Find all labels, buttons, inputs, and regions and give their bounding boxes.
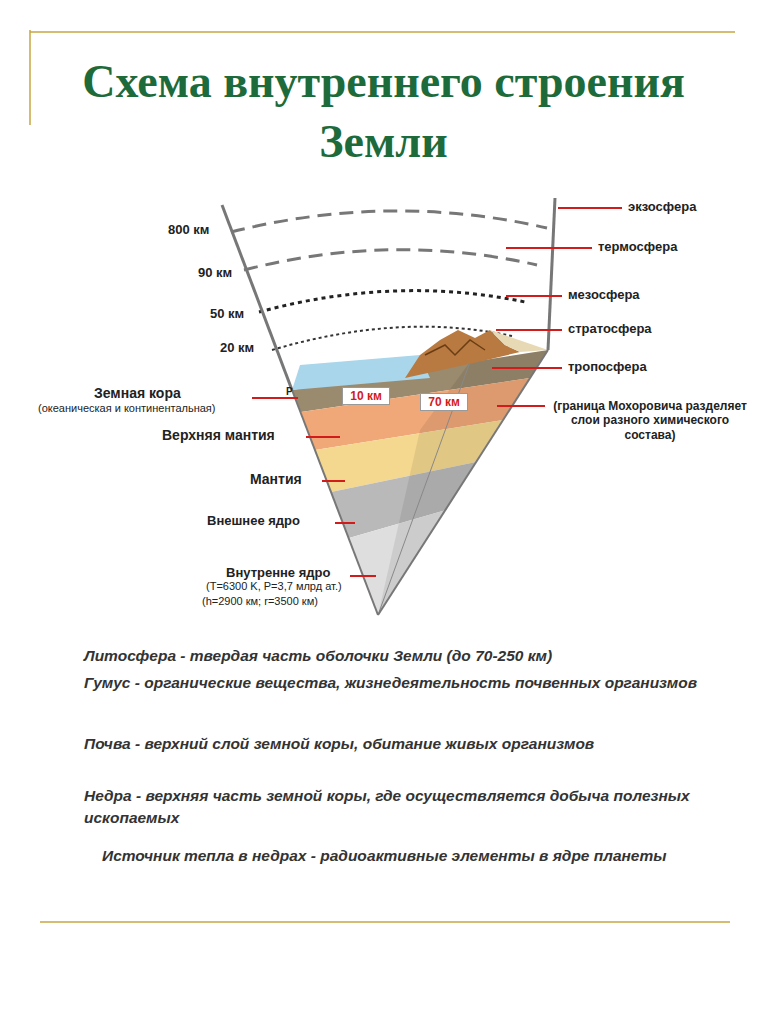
altitude-label: 50 км <box>210 306 260 322</box>
atmosphere-label: экзосфера <box>628 199 748 215</box>
layer-label: Верхняя мантия <box>162 427 302 444</box>
layer-label: Земная кора <box>94 385 254 402</box>
layer-label: Мантия <box>250 471 320 488</box>
layer-label: Внешнее ядро <box>207 513 333 529</box>
layer-label: Внутренне ядро <box>226 565 348 581</box>
definition-note: Гумус - органические вещества, жизнедеят… <box>84 672 724 694</box>
definition-note: Источник тепла в недрах - радиоактивные … <box>102 845 722 867</box>
slide-title: Схема внутреннего строения Земли <box>60 52 707 172</box>
atmosphere-label: тропосфера <box>568 359 698 375</box>
altitude-label: 800 км <box>168 222 228 238</box>
moho-note: (граница Мохоровича разделяет слои разно… <box>550 399 750 442</box>
thickness-label: 10 км <box>342 387 390 405</box>
definition-note: Литосфера - твердая часть оболочки Земли… <box>84 645 734 667</box>
altitude-label: 90 км <box>198 265 248 281</box>
atmosphere-label: термосфера <box>598 239 728 255</box>
definition-note: Недра - верхняя часть земной коры, где о… <box>84 785 724 830</box>
atmosphere-label: стратосфера <box>568 321 698 337</box>
point-label: P <box>286 386 300 398</box>
altitude-label: 20 км <box>220 340 270 356</box>
definition-note: Почва - верхний слой земной коры, обитан… <box>84 733 724 755</box>
atmosphere-label: мезосфера <box>568 287 688 303</box>
thickness-label: 70 км <box>420 393 468 411</box>
layer-note: (h=2900 км; r=3500 км) <box>202 595 362 608</box>
layer-note: (T=6300 K, P=3,7 млрд ат.) <box>206 580 366 593</box>
layer-note: (океаническая и континентальная) <box>38 402 268 415</box>
